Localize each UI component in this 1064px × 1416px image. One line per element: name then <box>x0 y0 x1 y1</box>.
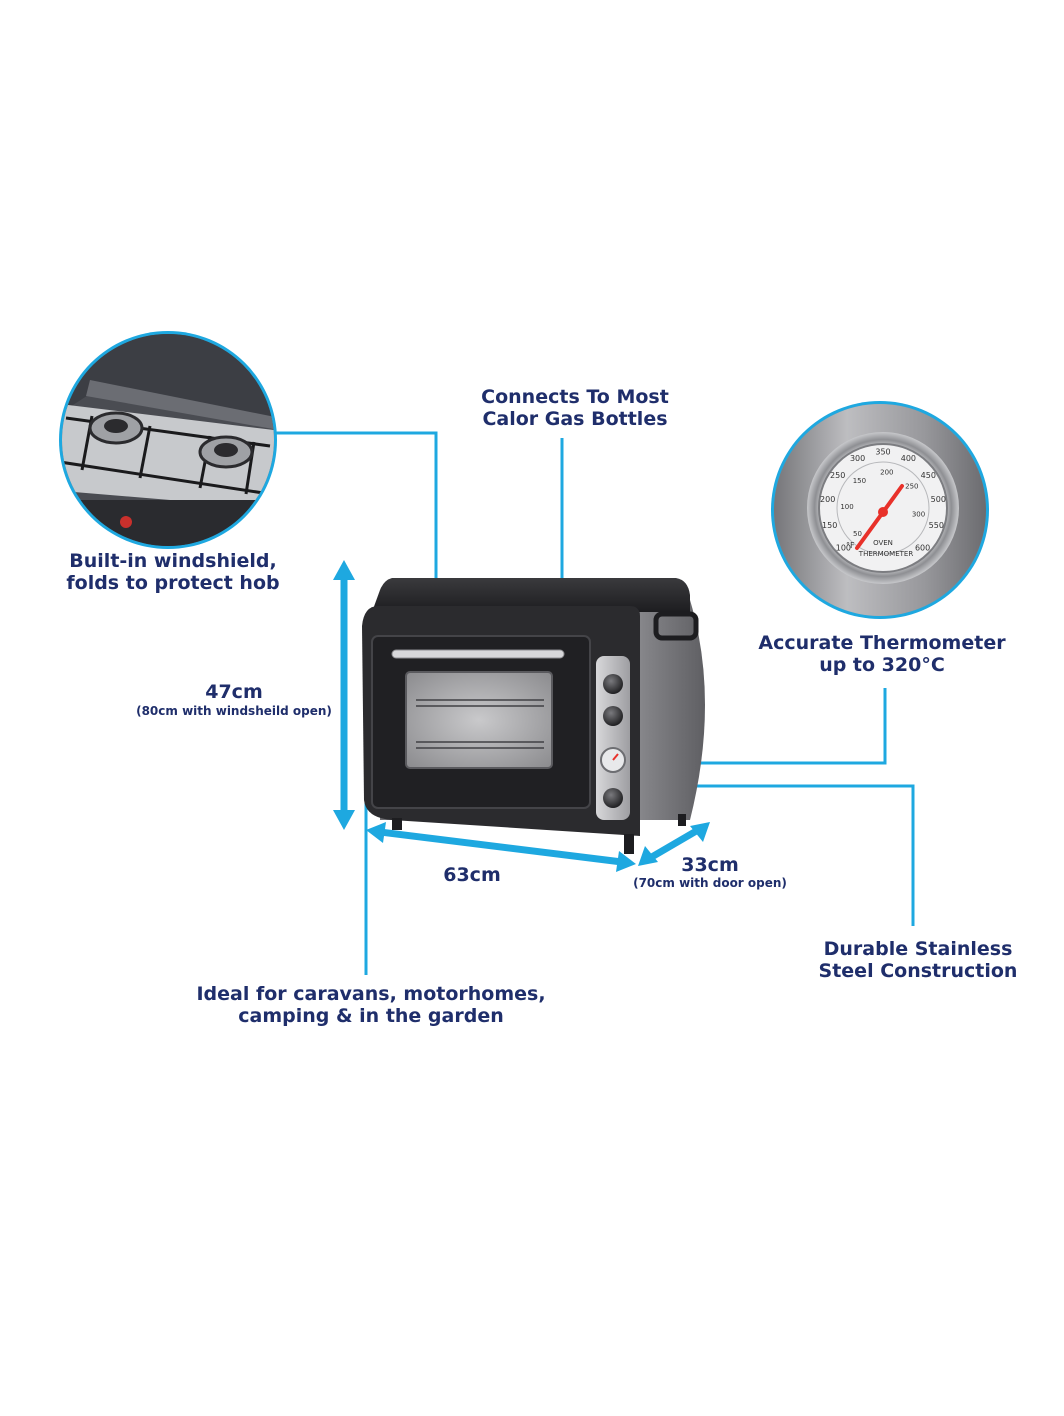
dial-c-tick-50: 50 <box>853 530 862 538</box>
height-dimension-arrow <box>333 560 355 830</box>
gas-label-line1: Connects To Most <box>481 386 669 408</box>
windshield-callout-line <box>272 431 438 578</box>
dial-label-oven: OVEN <box>873 539 893 547</box>
oven-door-handle <box>391 649 565 659</box>
oven-window <box>405 671 553 769</box>
thermometer-label-line2: up to 320°C <box>819 654 945 676</box>
dial-f-tick-450: 450 <box>921 471 936 480</box>
usage-label-line2: camping & in the garden <box>238 1005 504 1027</box>
control-knob <box>603 706 623 726</box>
dial-f-tick-150: 150 <box>822 521 837 530</box>
thermometer-callout-line <box>612 688 887 765</box>
control-panel <box>596 656 630 820</box>
dial-f-tick-250: 250 <box>830 471 845 480</box>
oven-foot <box>392 818 402 830</box>
dial-f-tick-350: 350 <box>875 448 890 457</box>
oven-foot <box>678 814 686 826</box>
windshield-label-line1: Built-in windshield, <box>69 550 277 572</box>
oven-racks <box>416 699 544 749</box>
dial-f-tick-100: 100 <box>836 543 851 552</box>
height-value: 47cm <box>205 681 263 703</box>
control-knob <box>603 788 623 808</box>
dial-f-tick-500: 500 <box>931 495 946 504</box>
gas-label-line2: Calor Gas Bottles <box>482 408 668 430</box>
dial-f-tick-200: 200 <box>820 495 835 504</box>
dial-f-tick-300: 300 <box>850 454 865 463</box>
dial-c-tick-300: 300 <box>912 511 925 519</box>
depth-value: 33cm <box>681 854 739 876</box>
windshield-label: Built-in windshield, folds to protect ho… <box>54 550 292 594</box>
dial-label-thermometer: THERMOMETER <box>858 550 914 558</box>
windshield-label-line2: folds to protect hob <box>66 572 280 594</box>
height-note: (80cm with windsheild open) <box>136 704 332 718</box>
steel-label-line2: Steel Construction <box>818 960 1018 982</box>
steel-callout-line <box>690 784 915 926</box>
thermometer-label: Accurate Thermometer up to 320°C <box>758 632 1006 676</box>
gas-connection-label: Connects To Most Calor Gas Bottles <box>462 386 688 430</box>
thermometer-inset: 1001502002503003504004505005506005010015… <box>771 401 989 619</box>
usage-label-line1: Ideal for caravans, motorhomes, <box>196 983 546 1005</box>
dial-unit-f: °F <box>846 541 855 550</box>
oven-side-handle <box>653 611 699 641</box>
dial-f-tick-400: 400 <box>901 454 916 463</box>
dial-f-tick-550: 550 <box>929 521 944 530</box>
width-value: 63cm <box>443 864 501 886</box>
steel-label-line1: Durable Stainless <box>823 938 1013 960</box>
dial-c-tick-100: 100 <box>840 503 853 511</box>
dial-c-tick-150: 150 <box>853 477 866 485</box>
dial-c-tick-200: 200 <box>880 469 893 477</box>
depth-dimension-arrow <box>638 822 710 866</box>
dial-c-tick-250: 250 <box>905 483 918 491</box>
hob-inset <box>59 331 277 549</box>
dial-f-tick-600: 600 <box>915 543 930 552</box>
stainless-steel-label: Durable Stainless Steel Construction <box>808 938 1028 982</box>
thermometer-needle <box>855 484 904 550</box>
width-dimension-arrow <box>366 822 636 872</box>
thermometer-dial-scale: 1001502002503003504004505005506005010015… <box>820 448 946 553</box>
depth-note: (70cm with door open) <box>633 876 787 890</box>
control-knob <box>603 674 623 694</box>
oven <box>362 578 705 854</box>
oven-lid <box>372 578 690 612</box>
thermometer-label-line1: Accurate Thermometer <box>758 632 1006 654</box>
usage-label: Ideal for caravans, motorhomes, camping … <box>196 983 546 1027</box>
oven-foot <box>624 834 634 854</box>
